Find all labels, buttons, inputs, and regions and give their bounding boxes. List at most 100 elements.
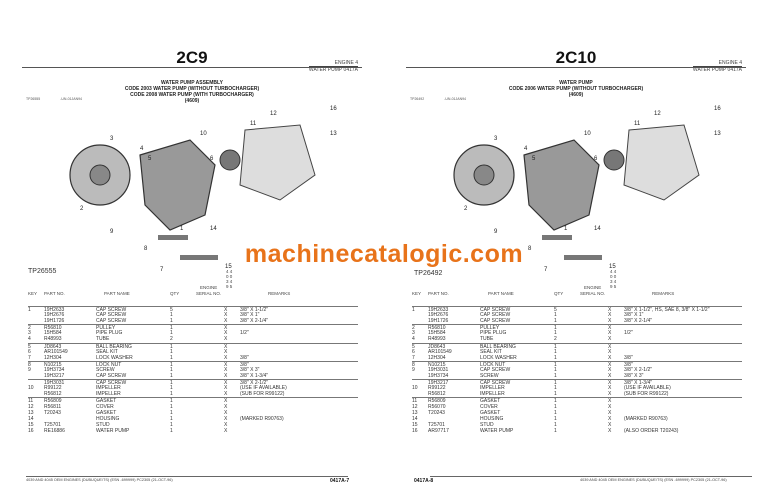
callout-number: 3 bbox=[494, 136, 498, 142]
figure-id: TP26555-UN-01JAN94 bbox=[26, 97, 83, 101]
cell-key: 12 bbox=[412, 403, 418, 410]
cell-name: CAP SCREW bbox=[96, 318, 127, 325]
callout-number: 8 bbox=[144, 246, 148, 252]
cell-qty: 1 bbox=[170, 398, 173, 405]
cell-part: T20243 bbox=[44, 409, 61, 416]
cell-name: CAP SCREW bbox=[96, 307, 127, 313]
header-engine: ENGINE bbox=[584, 285, 602, 290]
cell-key: 11 bbox=[28, 398, 34, 405]
cell-part: 19H1726 bbox=[44, 318, 65, 325]
cell-key: 10 bbox=[28, 385, 34, 392]
header-part-no: PART NO. bbox=[428, 291, 449, 296]
cell-x: X bbox=[608, 421, 612, 428]
cell-key: 14 bbox=[412, 415, 418, 422]
title-rule bbox=[406, 67, 746, 68]
cell-name: PIPE PLUG bbox=[480, 330, 507, 337]
callout-number: 6 bbox=[594, 156, 598, 162]
cell-part: R56810 bbox=[44, 325, 62, 332]
cell-name: HOUSING bbox=[96, 415, 120, 422]
impeller bbox=[219, 149, 241, 171]
cell-qty: 1 bbox=[170, 409, 173, 416]
cell-rem: 3/8" X 3" bbox=[624, 373, 644, 380]
callout-number: 15 bbox=[225, 264, 232, 270]
cell-x: X bbox=[608, 307, 612, 313]
screw bbox=[158, 235, 188, 240]
cell-name: CAP SCREW bbox=[480, 307, 511, 313]
cell-part: R56810 bbox=[428, 325, 446, 332]
cell-part: 19H2633 bbox=[44, 307, 65, 313]
cell-name: LOCK NUT bbox=[480, 361, 506, 368]
cell-qty: 1 bbox=[554, 403, 557, 410]
cell-rem: 3/8" X 1" bbox=[240, 312, 260, 319]
callout-number: 14 bbox=[594, 226, 601, 232]
callout-number: 13 bbox=[330, 131, 337, 137]
cell-qty: 2 bbox=[170, 336, 173, 343]
cell-qty: 1 bbox=[554, 385, 557, 392]
cell-qty: 1 bbox=[554, 421, 557, 428]
cell-qty: 1 bbox=[554, 348, 557, 355]
cell-name: HOUSING bbox=[480, 415, 504, 422]
callout-number: 1 bbox=[180, 226, 184, 232]
cell-qty: 1 bbox=[170, 427, 173, 434]
cell-x: X bbox=[224, 307, 228, 313]
cell-key: 9 bbox=[412, 366, 415, 373]
cell-part: 12H304 bbox=[428, 354, 446, 361]
header-serial: SERIAL NO. bbox=[580, 291, 606, 296]
cell-name: COVER bbox=[480, 403, 498, 410]
cell-name: CAP SCREW bbox=[480, 380, 511, 387]
callout-number: 10 bbox=[584, 131, 591, 137]
cell-qty: 1 bbox=[554, 330, 557, 337]
cover-gasket bbox=[623, 124, 700, 201]
cell-qty: 1 bbox=[170, 380, 173, 387]
cell-name: GASKET bbox=[480, 398, 501, 405]
cell-rem: 3/8" X 2-1/2" bbox=[240, 380, 269, 387]
callout-number: 10 bbox=[200, 131, 207, 137]
cell-qty: 1 bbox=[170, 415, 173, 422]
cell-qty: 1 bbox=[170, 318, 173, 325]
cell-qty: 1 bbox=[554, 373, 557, 380]
cell-qty: 1 bbox=[170, 348, 173, 355]
cell-qty: 1 bbox=[170, 330, 173, 337]
callout-number: 11 bbox=[634, 121, 641, 127]
cell-name: PULLEY bbox=[96, 325, 116, 332]
cell-name: PULLEY bbox=[480, 325, 500, 332]
cell-part: JD8643 bbox=[428, 343, 446, 350]
cell-x: X bbox=[224, 373, 228, 380]
header-qty: QTY bbox=[554, 291, 564, 296]
cell-name: BALL BEARING bbox=[480, 343, 516, 350]
header-line: CODE 2008 WATER PUMP (WITH TURBOCHARGER) bbox=[130, 92, 254, 98]
header-qty: QTY bbox=[170, 291, 180, 296]
cell-key: 9 bbox=[28, 366, 31, 373]
cell-key: 2 bbox=[28, 325, 31, 332]
cell-x: X bbox=[224, 391, 228, 398]
callout-number: 13 bbox=[714, 131, 721, 137]
callout-number: 4 bbox=[140, 146, 144, 152]
cell-part: 12H304 bbox=[44, 354, 62, 361]
cell-qty: 1 bbox=[170, 385, 173, 392]
cell-name: IMPELLER bbox=[96, 385, 121, 392]
cell-x: X bbox=[224, 343, 228, 350]
cell-name: SCREW bbox=[480, 373, 499, 380]
callout-number: 12 bbox=[654, 111, 661, 117]
cell-key: 11 bbox=[412, 398, 418, 405]
cell-part: 19H2633 bbox=[428, 307, 449, 313]
cell-qty: 1 bbox=[554, 380, 557, 387]
header-line: CODE 2006 WATER PUMP (WITHOUT TURBOCHARG… bbox=[508, 86, 644, 92]
header-key: KEY bbox=[412, 291, 422, 296]
cell-rem: 3/8" X 2-1/4" bbox=[624, 318, 653, 325]
footer-text: 4039 AND 4045 OEM ENGINES (DUBUQUE/TS) (… bbox=[580, 478, 727, 482]
cell-x: X bbox=[608, 415, 612, 422]
cell-qty: 1 bbox=[554, 325, 557, 332]
cell-part: T20243 bbox=[428, 409, 445, 416]
